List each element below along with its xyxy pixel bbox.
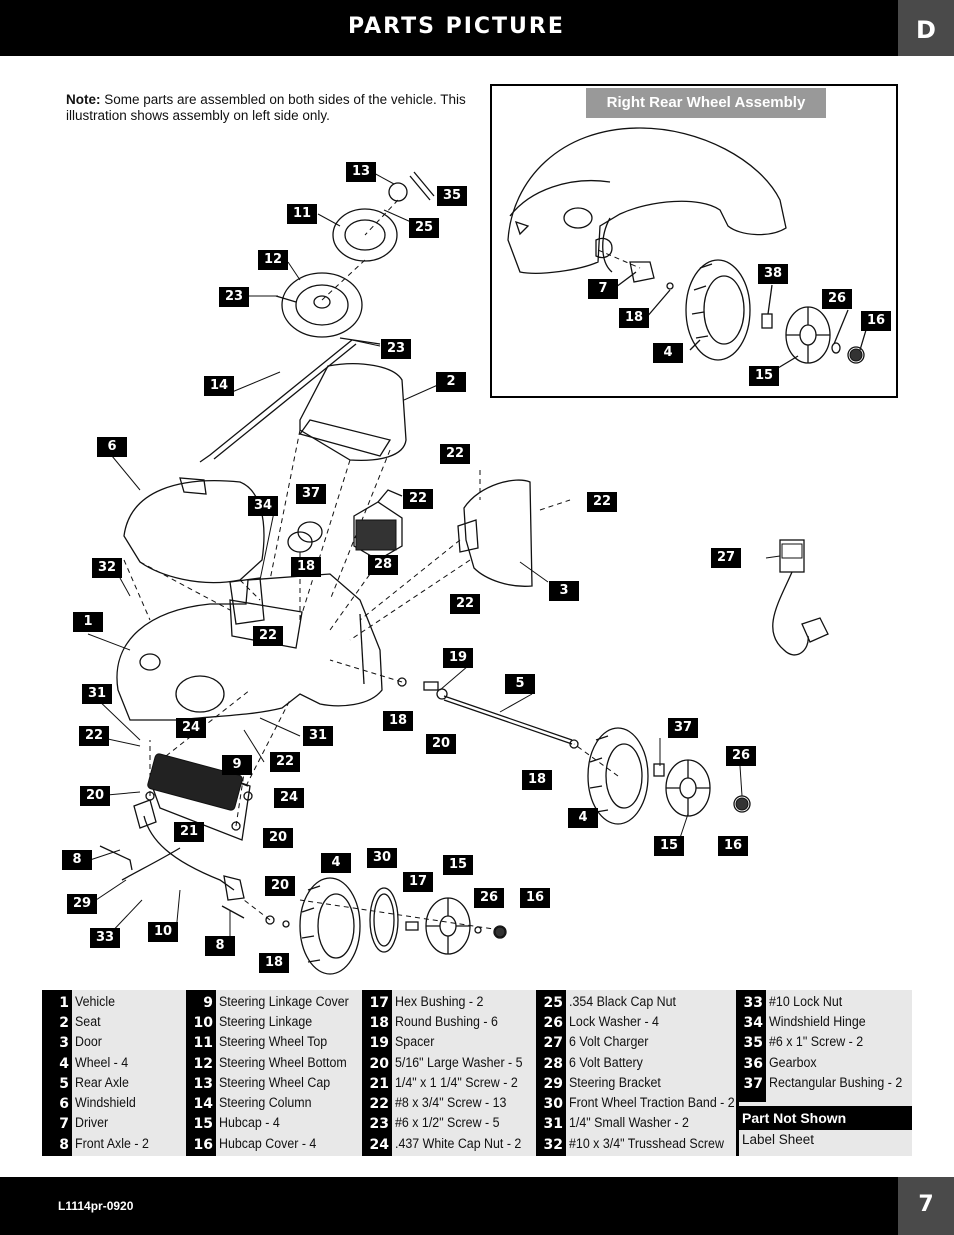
callout: 22 (450, 594, 480, 614)
callout: 12 (258, 250, 288, 270)
callout: 29 (67, 894, 97, 914)
callout: 38 (758, 264, 788, 284)
callout: 28 (368, 555, 398, 575)
rectangular-bushing-illustration (287, 521, 323, 553)
note-label: Note: (66, 92, 101, 107)
callout: 16 (861, 311, 891, 331)
callout: 4 (568, 808, 598, 828)
callout: 22 (253, 626, 283, 646)
callout: 22 (403, 489, 433, 509)
callout: 6 (97, 437, 127, 457)
page-number: 7 (898, 1177, 954, 1235)
steering-wheel-illustration (199, 171, 435, 463)
vehicle-body-illustration (116, 573, 383, 721)
callout: 3 (549, 581, 579, 601)
callout: 10 (148, 922, 178, 942)
callout: 31 (303, 726, 333, 746)
callout: 17 (403, 872, 433, 892)
callout: 8 (205, 936, 235, 956)
callout: 22 (440, 444, 470, 464)
windshield-illustration (123, 477, 265, 584)
callout: 25 (409, 218, 439, 238)
callout: 18 (291, 557, 321, 577)
callout: 20 (426, 734, 456, 754)
callout: 15 (749, 366, 779, 386)
callout: 19 (443, 648, 473, 668)
callout: 37 (668, 718, 698, 738)
part-not-shown-heading: Part Not Shown (736, 1106, 912, 1130)
callout: 18 (259, 953, 289, 973)
rear-axle-illustration (397, 677, 579, 749)
callout: 15 (443, 855, 473, 875)
callout: 26 (474, 888, 504, 908)
callout: 2 (436, 372, 466, 392)
callout: 16 (718, 836, 748, 856)
rear-wheel-illustration (587, 727, 751, 825)
callout: 18 (522, 770, 552, 790)
callout: 8 (62, 850, 92, 870)
exploded-parts-diagram (87, 127, 867, 975)
battery-illustration (353, 489, 403, 561)
seat-illustration (298, 363, 407, 462)
callout: 23 (219, 287, 249, 307)
callout: 20 (263, 828, 293, 848)
callout: 26 (822, 289, 852, 309)
callout: 32 (92, 558, 122, 578)
assembly-note: Note: Some parts are assembled on both s… (66, 92, 466, 124)
linkage-cover-fill (147, 753, 243, 811)
callout: 11 (287, 204, 317, 224)
callout: 27 (711, 548, 741, 568)
inset-title: Right Rear Wheel Assembly (586, 88, 826, 118)
note-text: Some parts are assembled on both sides o… (66, 92, 466, 123)
callout: 23 (381, 339, 411, 359)
page-title: PARTS PICTURE (348, 14, 565, 39)
callout: 24 (274, 788, 304, 808)
callout: 13 (346, 162, 376, 182)
callout: 35 (437, 186, 467, 206)
callout: 4 (653, 343, 683, 363)
inset-car-illustration (507, 127, 867, 369)
callout: 4 (321, 853, 351, 873)
callout: 37 (296, 484, 326, 504)
callout: 31 (82, 684, 112, 704)
callout: 30 (367, 848, 397, 868)
callout: 18 (619, 308, 649, 328)
callout: 20 (265, 876, 295, 896)
callout: 1 (73, 612, 103, 632)
callout: 7 (588, 279, 618, 299)
callout: 9 (222, 755, 252, 775)
callout: 20 (80, 786, 110, 806)
part-not-shown-item: Label Sheet (742, 1132, 815, 1147)
callout: 5 (505, 674, 535, 694)
callout: 26 (726, 746, 756, 766)
callout: 34 (248, 496, 278, 516)
callout: 16 (520, 888, 550, 908)
section-tab: D (898, 0, 954, 56)
callout: 14 (204, 376, 234, 396)
document-code: L1114pr-0920 (58, 1199, 134, 1213)
callout: 15 (654, 836, 684, 856)
callout: 24 (176, 718, 206, 738)
callout: 22 (587, 492, 617, 512)
callout: 33 (90, 928, 120, 948)
door-illustration (457, 479, 533, 587)
callout: 18 (383, 711, 413, 731)
header-bar: PARTS PICTURE (0, 0, 898, 56)
callout: 22 (79, 726, 109, 746)
inset-box: Right Rear Wheel Assembly (490, 84, 898, 398)
callout: 21 (174, 822, 204, 842)
footer-bar: L1114pr-0920 (0, 1177, 898, 1235)
callout: 22 (270, 752, 300, 772)
